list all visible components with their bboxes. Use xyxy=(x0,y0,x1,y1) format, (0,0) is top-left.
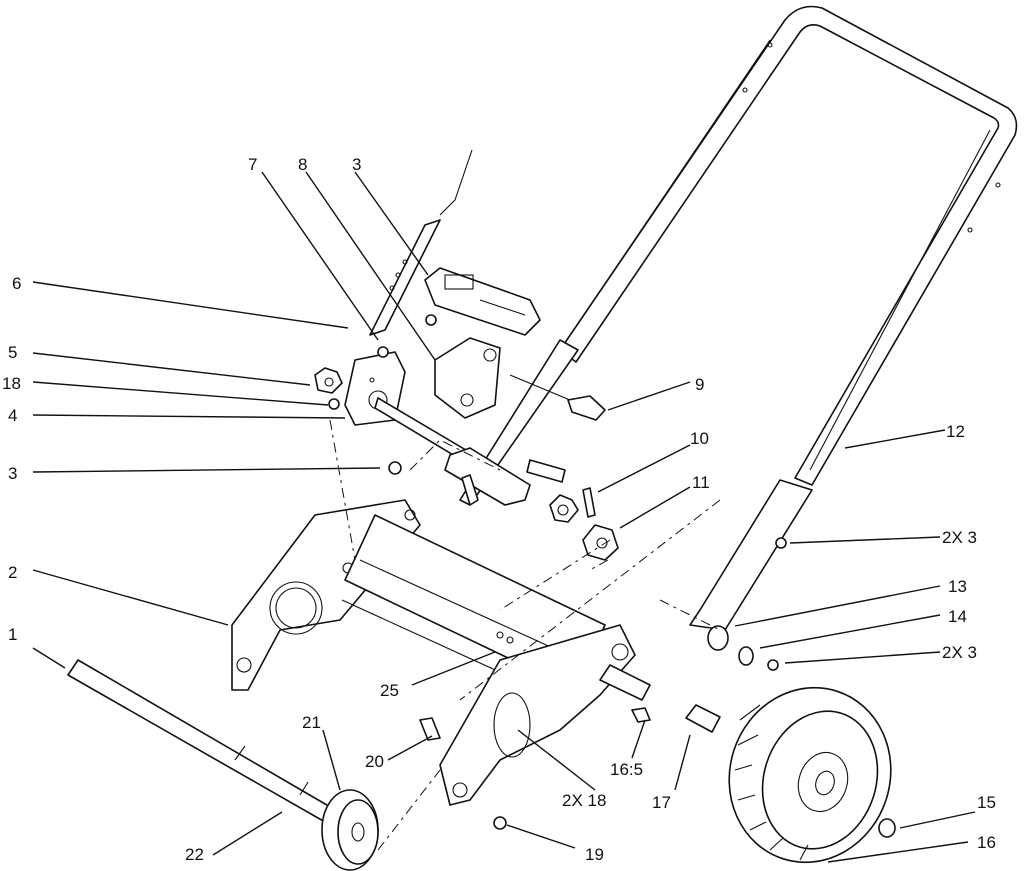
callout-16: 16 xyxy=(977,833,996,852)
leader-lines xyxy=(32,171,976,863)
callout-21: 21 xyxy=(302,713,321,732)
callout-3: 3 xyxy=(352,155,361,174)
callout-17: 17 xyxy=(652,793,671,812)
axle xyxy=(67,659,333,823)
callout-8: 8 xyxy=(298,155,307,174)
callout-14: 14 xyxy=(948,607,967,626)
callout-9: 9 xyxy=(695,375,704,394)
chute-control xyxy=(314,149,619,561)
callout-labels: 1 2 3 3 4 5 6 7 8 9 10 11 12 13 14 15 16… xyxy=(2,155,996,864)
center-lines xyxy=(329,419,721,851)
callout-22: 22 xyxy=(185,845,204,864)
callout-13: 13 xyxy=(948,577,967,596)
callout-20: 20 xyxy=(365,752,384,771)
callout-2: 2 xyxy=(8,563,17,582)
callout-25: 25 xyxy=(380,681,399,700)
callout-16-5: 16:5 xyxy=(610,760,643,779)
callout-11: 11 xyxy=(692,473,710,492)
small-wheel xyxy=(321,789,379,871)
callout-10: 10 xyxy=(690,429,709,448)
callout-3: 3 xyxy=(8,464,17,483)
callout-7: 7 xyxy=(248,155,257,174)
callout-4: 4 xyxy=(8,406,17,425)
callout-15: 15 xyxy=(977,793,996,812)
large-wheel xyxy=(419,537,896,864)
callout-2x-3: 2X 3 xyxy=(942,528,977,547)
callout-19: 19 xyxy=(585,845,604,864)
callout-2x-3: 2X 3 xyxy=(942,643,977,662)
frame-housing xyxy=(231,499,636,806)
handle-assembly xyxy=(459,5,1018,631)
callout-12: 12 xyxy=(946,422,965,441)
callout-5: 5 xyxy=(8,343,17,362)
callout-6: 6 xyxy=(12,274,21,293)
callout-1: 1 xyxy=(8,625,17,644)
callout-18: 18 xyxy=(2,374,21,393)
callout-2x-18: 2X 18 xyxy=(562,791,606,810)
